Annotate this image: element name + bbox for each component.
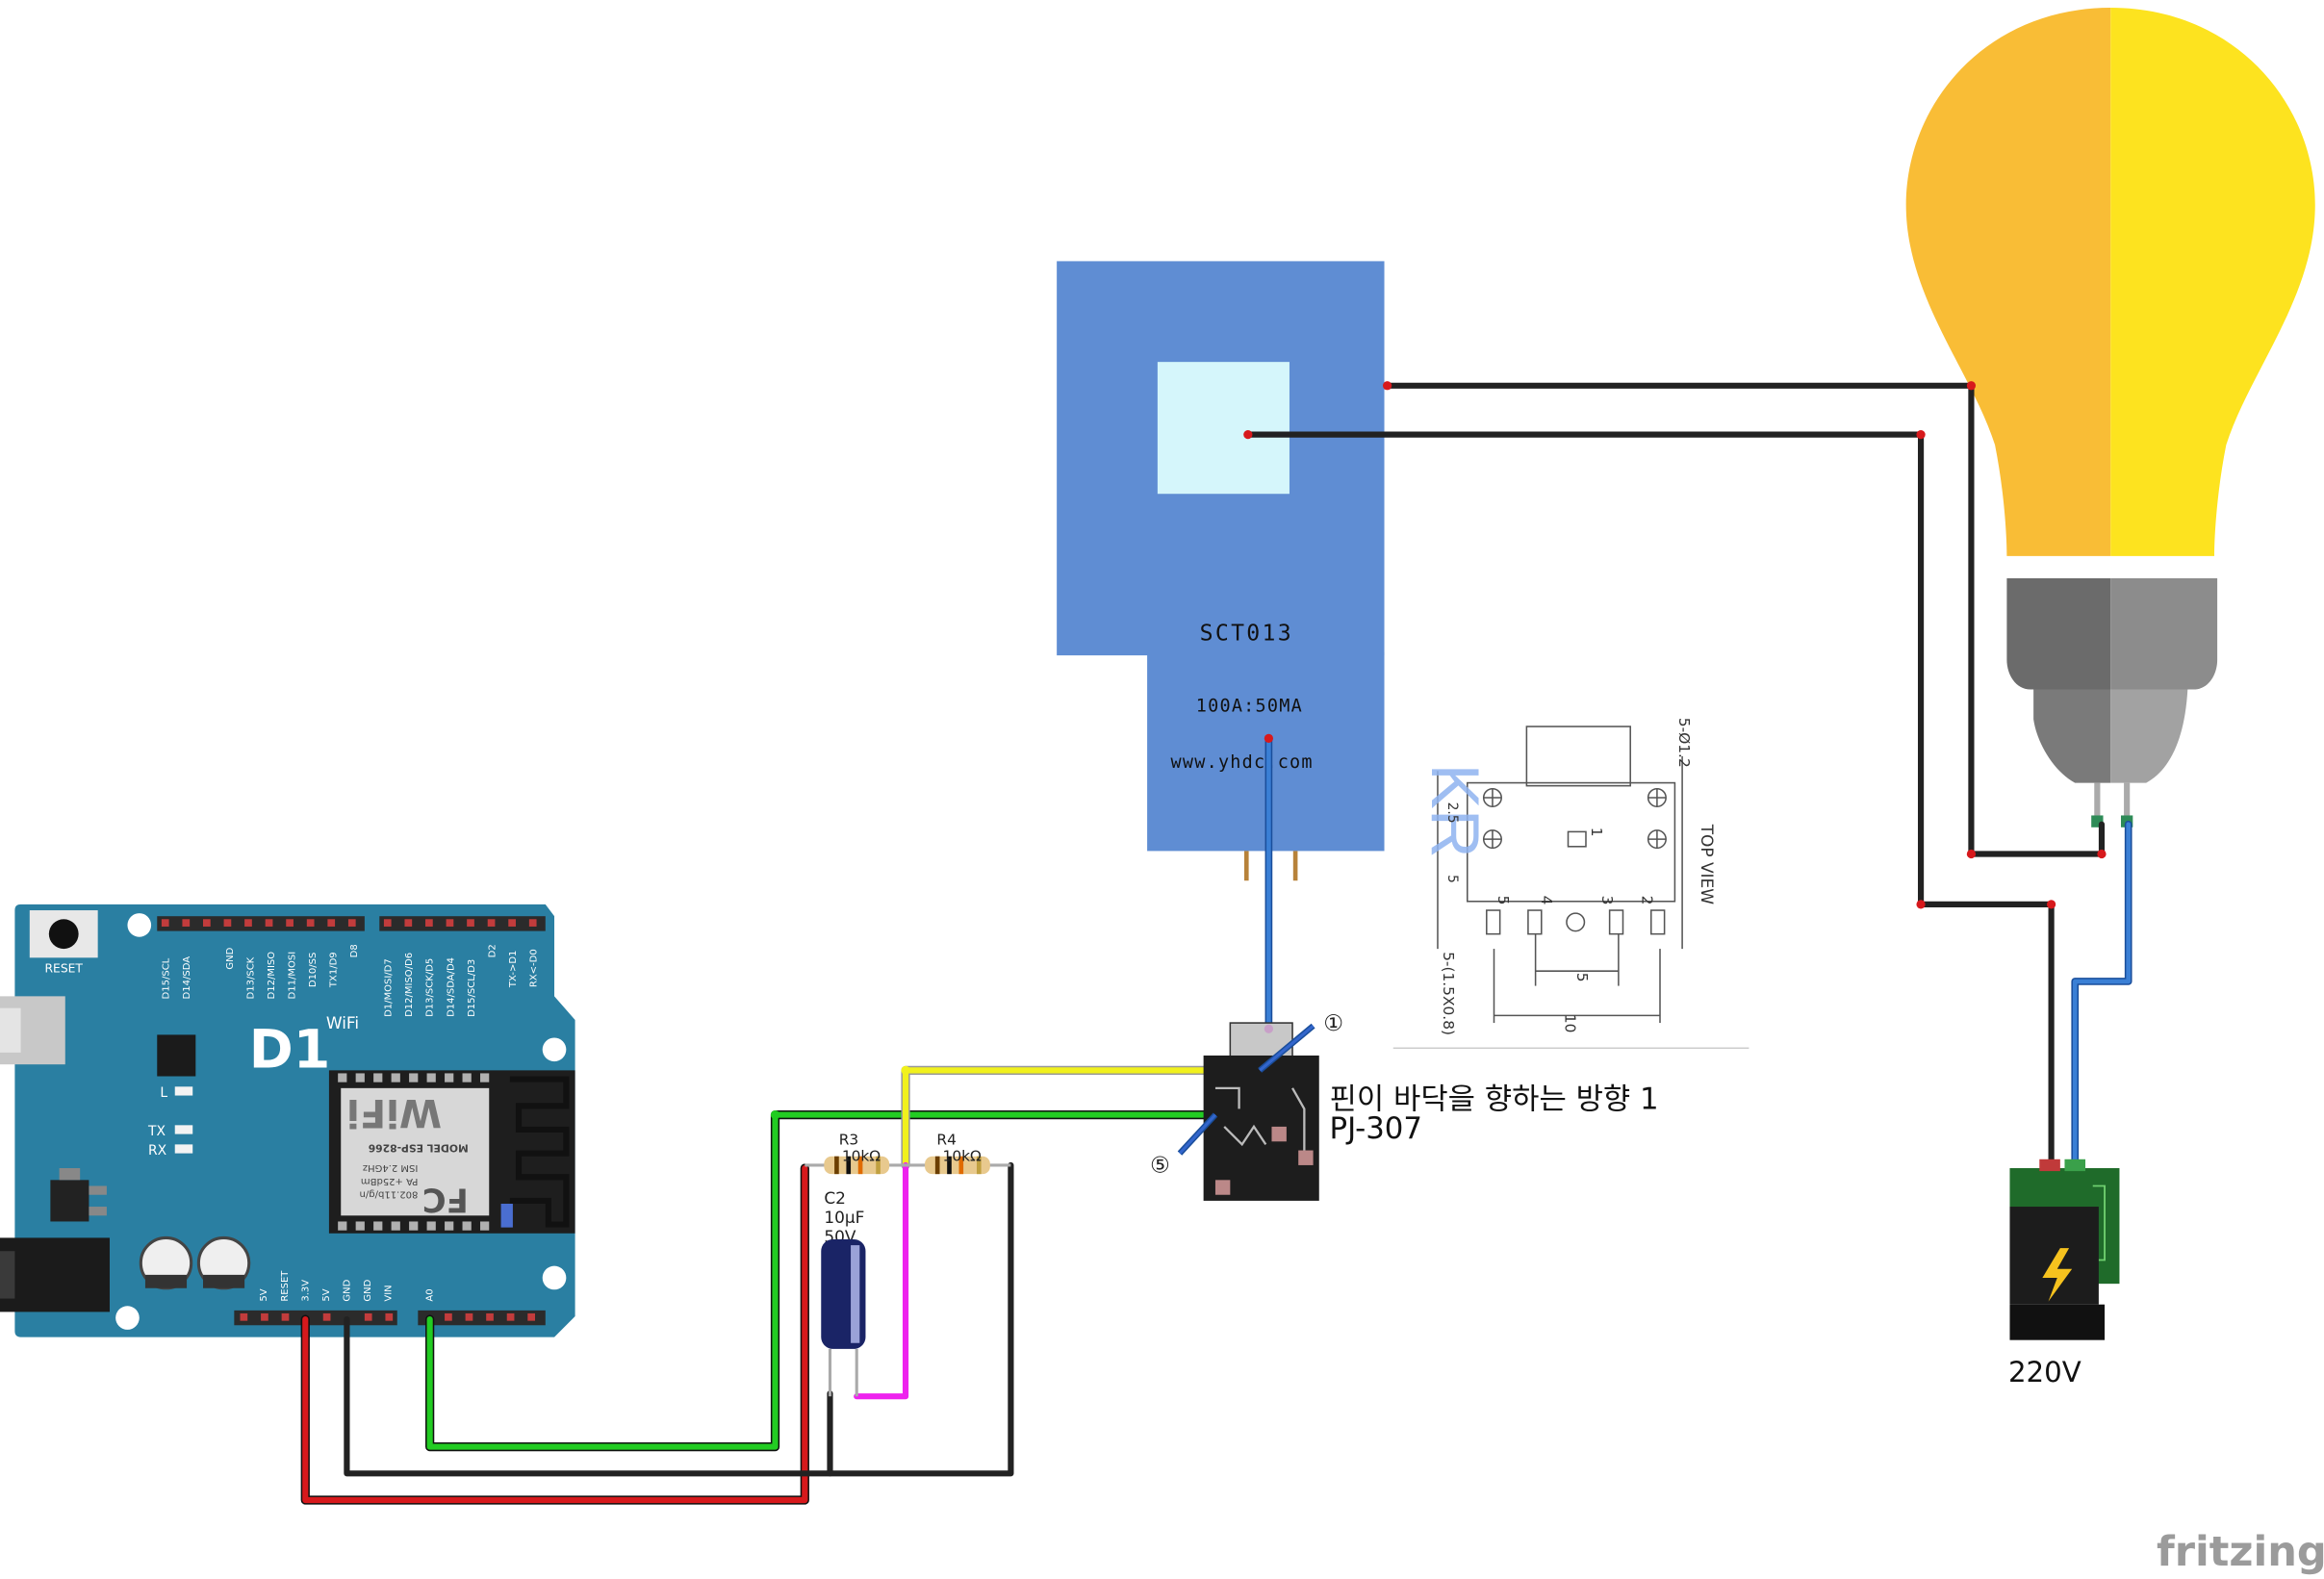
- r3-value: 10kΩ: [842, 1147, 881, 1164]
- capacitor-c2: C2 10µF 50V: [821, 1188, 866, 1397]
- jack-datasheet-drawing: KR TOP VIEW 5-Ø1.2 5-(1.5X0.8) 5 10 2.5 …: [1392, 718, 1749, 1050]
- datasheet-watermark: KR: [1417, 764, 1493, 858]
- dc-jack: [0, 1237, 110, 1312]
- pin-label-rx-d0: RX<-D0: [529, 949, 540, 987]
- datasheet-dim-5-side: 5: [1444, 875, 1460, 883]
- board-chip: [157, 1034, 196, 1077]
- pin-label-d14-sda: D14/SDA: [182, 956, 192, 1000]
- wire-mains-blue: [2071, 820, 2132, 1172]
- esp8266-brand: FC: [422, 1182, 469, 1219]
- jack-pin-5-label: ⑤: [1150, 1154, 1170, 1179]
- datasheet-pin-3: 3: [1598, 896, 1616, 905]
- board-logo: D1: [249, 1019, 331, 1081]
- jack-caption: 핀이 바닥을 향하는 방향 1: [1330, 1082, 1659, 1116]
- bottom-header-power: [234, 1310, 397, 1326]
- pin-label-d11-mosi: D11/MOSI: [287, 952, 297, 1000]
- light-bulb: [1905, 8, 2315, 828]
- bulb-base-upper: [2006, 578, 2111, 690]
- esp8266-shield: [341, 1087, 490, 1216]
- esp8266-text-4: MODEL ESP-8266: [369, 1141, 469, 1154]
- pin-label-d2: D2: [487, 944, 498, 957]
- jack-model: PJ-307: [1330, 1111, 1422, 1146]
- top-header-right: [379, 916, 546, 931]
- pin-label-d12-miso: D12/MISO: [267, 952, 277, 1000]
- esp8266-text-3: ISM 2.4GHz: [363, 1162, 419, 1173]
- c2-value: 10µF: [824, 1208, 864, 1227]
- wire-bias-magenta: [854, 1161, 909, 1400]
- bulb-base-lower: [2033, 689, 2111, 783]
- fritzing-watermark: fritzing: [2157, 1528, 2324, 1576]
- pin-label-reset: RESET: [280, 1270, 291, 1302]
- pin-label-d8: D8: [349, 944, 360, 957]
- pin-label-d12-miso-d6: D12/MISO/D6: [404, 953, 415, 1017]
- datasheet-pin-1: 1: [1588, 828, 1605, 837]
- bottom-header-analog: [418, 1310, 546, 1326]
- bulb-base-upper-right: [2110, 578, 2218, 690]
- esp8266-antenna: [509, 1076, 570, 1228]
- bulb-glass-left: [1905, 8, 2111, 556]
- reset-label: RESET: [45, 962, 84, 976]
- datasheet-top-view: TOP VIEW: [1698, 824, 1717, 905]
- wire-endpoints: [770, 381, 2107, 1120]
- esp8266-wifi-logo: WiFi: [346, 1090, 442, 1134]
- esp8266-text-1: 802.11b/g/n: [360, 1189, 419, 1200]
- jack-pin-1-label: ①: [1323, 1011, 1343, 1036]
- pj307-audio-jack: ① ⑤ 핀이 바닥을 향하는 방향 1 PJ-307: [1150, 1011, 1659, 1201]
- datasheet-dim-5-bottom: 5: [1573, 973, 1591, 982]
- pin-label-gnd-2: GND: [363, 1279, 373, 1301]
- datasheet-pin-2: 2: [1639, 896, 1656, 905]
- sensor-model-label: SCT013: [1200, 622, 1293, 647]
- voltage-regulator: [50, 1180, 89, 1222]
- sensor-rating-label: 100A:50MA: [1196, 697, 1303, 717]
- pin-label-d13-sck: D13/SCK: [245, 956, 256, 999]
- datasheet-dim-10: 10: [1561, 1014, 1578, 1033]
- c2-ref: C2: [824, 1188, 846, 1208]
- led-rx-label: RX: [148, 1143, 167, 1159]
- wemos-d1-board: RESET D15/SCL D14/SDA GND D13/SCK D12/MI…: [0, 904, 575, 1337]
- pin-label-d13-sck-d5: D13/SCK/D5: [425, 958, 436, 1017]
- datasheet-pin-4: 4: [1538, 896, 1555, 905]
- r3-ref: R3: [839, 1131, 858, 1148]
- r4-value: 10kΩ: [943, 1147, 982, 1164]
- pin-label-3v3: 3.3V: [300, 1280, 311, 1302]
- sensor-url-label: www.yhdc.com: [1171, 752, 1314, 773]
- led-l-label: L: [160, 1085, 167, 1101]
- pin-label-5v-1: 5V: [259, 1288, 269, 1301]
- pin-label-tx1-d9: TX1/D9: [329, 952, 340, 988]
- pin-label-d15-scl: D15/SCL: [162, 957, 172, 999]
- pin-label-tx-d1: TX->D1: [508, 951, 519, 989]
- pin-label-d15-scl-d3: D15/SCL/D3: [467, 959, 477, 1017]
- board-wifi-label: WiFi: [326, 1013, 359, 1032]
- wire-mains-1: [1384, 382, 2106, 857]
- power-220v-module: 220V: [2008, 1159, 2120, 1388]
- bulb-glass-right: [2110, 8, 2315, 556]
- datasheet-pin-5: 5: [1494, 896, 1512, 905]
- pin-label-vin: VIN: [384, 1285, 395, 1301]
- datasheet-pad-spec: 5-(1.5X0.8): [1440, 952, 1457, 1035]
- pin-label-d1-mosi-d7: D1/MOSI/D7: [384, 958, 395, 1017]
- pin-label-gnd-1: GND: [342, 1279, 352, 1301]
- resistor-r3: R3 10kΩ: [804, 1131, 907, 1175]
- sensor-window: [1157, 362, 1290, 495]
- sct013-sensor: SCT013 100A:50MA www.yhdc.com: [1057, 261, 1385, 881]
- power-label: 220V: [2008, 1356, 2081, 1388]
- pin-label-d10-ss: D10/SS: [308, 953, 319, 988]
- datasheet-hole-spec: 5-Ø1.2: [1675, 718, 1693, 768]
- pin-label-gnd-top: GND: [225, 947, 236, 969]
- pin-label-5v-2: 5V: [321, 1288, 332, 1301]
- datasheet-dim-2-5: 2.5: [1444, 802, 1460, 824]
- pin-label-d14-sda-d4: D14/SDA/D4: [446, 957, 456, 1017]
- esp8266-text-2: PA +25dBm: [361, 1176, 418, 1186]
- r4-ref: R4: [936, 1131, 956, 1148]
- resistor-r4: R4 10kΩ: [906, 1131, 1011, 1175]
- wire-gnd-black: [344, 1161, 1014, 1477]
- pin-label-a0: A0: [425, 1288, 436, 1301]
- led-tx-label: TX: [147, 1124, 166, 1139]
- bulb-base-lower-right: [2110, 689, 2188, 783]
